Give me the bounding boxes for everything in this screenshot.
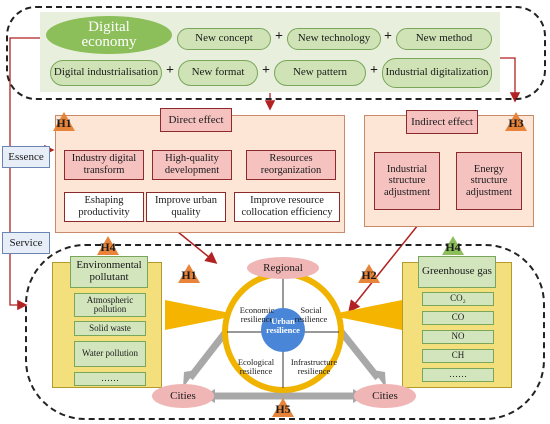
warning-triangle-icon [442, 236, 464, 255]
environmental-more-item: …… [74, 372, 146, 386]
warning-triangle-icon [272, 398, 294, 417]
h2-marker: H2 [358, 264, 380, 283]
greenhouse-title: Greenhouse gas [418, 256, 496, 288]
no-item: NO [422, 330, 494, 344]
h4-left-label: H4 [100, 240, 116, 254]
plus-sign: + [262, 63, 270, 78]
improve-urban-quality-box: Improve urban quality [146, 192, 226, 222]
regional-node: Regional [247, 257, 319, 279]
improve-resource-collocation-box: Improve resource collocation efficiency [234, 192, 340, 222]
plus-sign: + [275, 29, 283, 44]
indirect-effect-title: Indirect effect [406, 110, 478, 134]
ecological-resilience-label: Ecological resilience [237, 357, 275, 376]
new-format-pill: New format [178, 60, 258, 86]
service-box: Service [2, 232, 50, 254]
plus-sign: + [370, 63, 378, 78]
h3-marker: H3 [505, 112, 527, 131]
new-method-pill: New method [396, 28, 492, 50]
warning-triangle-icon [178, 264, 200, 283]
right-yellow-pointer [328, 300, 402, 330]
essence-box: Essence [2, 146, 50, 168]
h1-label: H1 [56, 116, 72, 130]
h4-left-marker: H4 [97, 236, 119, 255]
energy-structure-box: Energy structure adjustment [456, 152, 522, 210]
water-pollution-item: Water pollution [74, 341, 146, 367]
top-to-indirect-arrow [495, 57, 521, 103]
cities-left-node: Cities [152, 384, 214, 408]
bottom-container [25, 244, 545, 420]
h3-label: H3 [508, 116, 524, 130]
infrastructure-resilience-label: Infrastructure resilience [290, 357, 338, 376]
h5-marker: H5 [272, 398, 294, 417]
h1-bottom-label: H1 [181, 268, 197, 282]
new-technology-pill: New technology [287, 28, 381, 50]
plus-sign: + [384, 29, 392, 44]
h2-label: H2 [361, 268, 377, 282]
warning-triangle-icon [358, 264, 380, 283]
top-container [6, 6, 546, 100]
ch-item: CH [422, 349, 494, 363]
h5-label: H5 [275, 402, 291, 416]
warning-triangle-icon [505, 112, 527, 131]
eshaping-productivity-box: Eshaping productivity [64, 192, 144, 222]
warning-triangle-icon [97, 236, 119, 255]
greenhouse-more-item: …… [422, 368, 494, 382]
urban-resilience-label: Urban resilience [266, 316, 300, 336]
high-quality-development-box: High-quality development [152, 150, 232, 180]
economic-resilience-label: Economic resilience [239, 305, 275, 324]
h1-top-marker: H1 [53, 112, 75, 131]
digital-industrialisation-pill: Digital industrialisation [50, 60, 162, 86]
industrial-digitalization-pill: Industrial digitalization [382, 58, 492, 88]
direct-to-center-arrow [177, 231, 218, 264]
plus-sign: + [166, 63, 174, 78]
indirect-to-center-arrow [348, 224, 419, 313]
co-item: CO [422, 311, 494, 325]
urban-resilience-core [261, 308, 305, 352]
co2-item: CO₂ [422, 292, 494, 306]
new-pattern-pill: New pattern [274, 60, 366, 86]
social-resilience-label: Social resilience [294, 305, 328, 324]
warning-triangle-icon [53, 112, 75, 131]
new-concept-pill: New concept [177, 28, 271, 50]
left-yellow-pointer [165, 300, 240, 330]
environmental-title: Environmental pollutant [70, 256, 148, 288]
h1-bottom-marker: H1 [178, 264, 200, 283]
solid-waste-item: Solid waste [74, 321, 146, 336]
direct-effect-title: Direct effect [160, 108, 232, 132]
cities-right-node: Cities [354, 384, 416, 408]
digital-economy-line1: Digital [88, 19, 130, 35]
industry-digital-transform-box: Industry digital transform [64, 150, 144, 180]
resources-reorganization-box: Resources reorganization [246, 150, 336, 180]
h4-right-label: H4 [445, 240, 461, 254]
h4-right-marker: H4 [442, 236, 464, 255]
atmospheric-pollution-item: Atmospheric pollution [74, 293, 146, 317]
essence-connector [9, 37, 40, 311]
industrial-structure-box: Industrial structure adjustment [374, 152, 440, 210]
digital-economy-line2: economy [81, 34, 137, 50]
digital-economy-oval: Digital economy [46, 16, 172, 54]
